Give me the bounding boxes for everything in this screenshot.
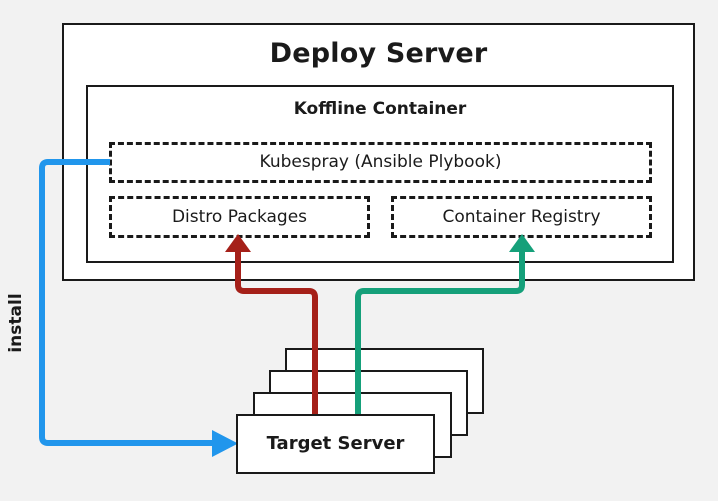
install-connector-label: install	[6, 293, 26, 353]
target-server-label: Target Server	[266, 433, 405, 454]
distro-packages-label: Distro Packages	[171, 207, 308, 227]
koffline-container-title: Koffline Container	[293, 99, 467, 119]
install-arrowhead	[212, 430, 238, 457]
target-server-box	[236, 414, 435, 474]
deploy-server-title: Deploy Server	[269, 38, 488, 69]
container-registry-label: Container Registry	[442, 207, 601, 227]
kubespray-label: Kubespray (Ansible Plybook)	[259, 152, 502, 172]
